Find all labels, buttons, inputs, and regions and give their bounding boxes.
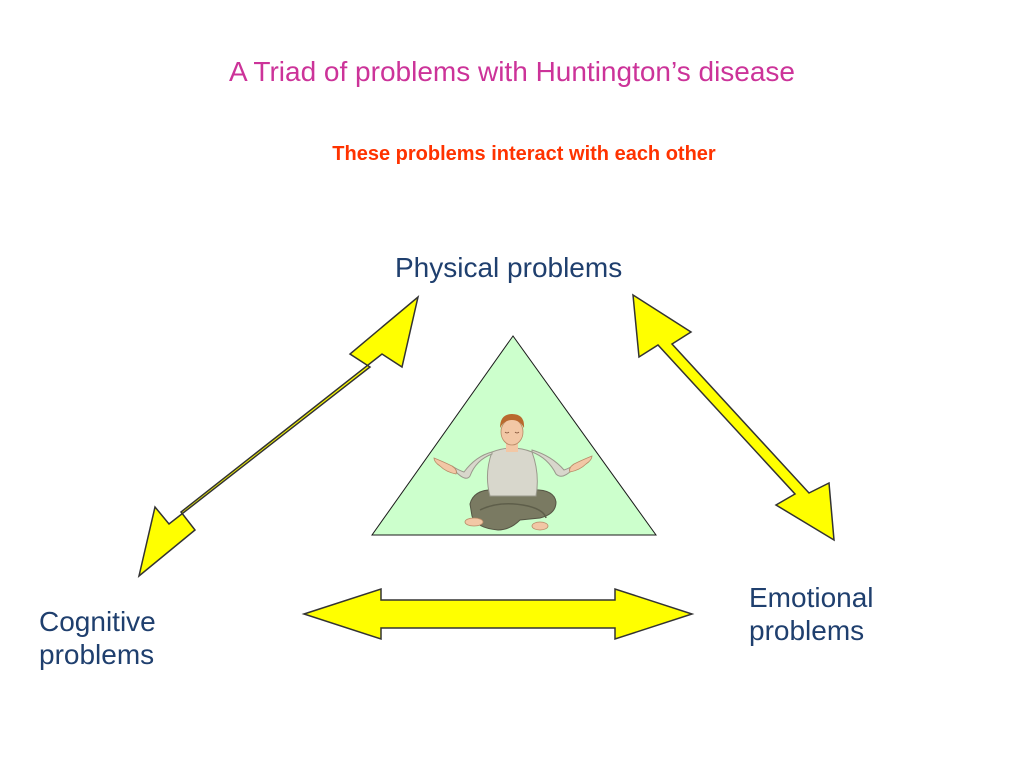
slide-title: A Triad of problems with Huntington’s di… (228, 56, 795, 87)
arrow-cognitive-emotional (301, 587, 695, 641)
arrow-physical-cognitive (137, 294, 420, 578)
cognitive-problems-label: Cognitive problems (39, 606, 156, 670)
slide-subtitle: These problems interact with each other (332, 143, 716, 165)
meditating-person-illustration (433, 414, 593, 531)
physical-problems-label: Physical problems (395, 252, 623, 283)
arrow-physical-emotional (632, 293, 835, 542)
emotional-problems-label: Emotional problems (749, 582, 874, 646)
